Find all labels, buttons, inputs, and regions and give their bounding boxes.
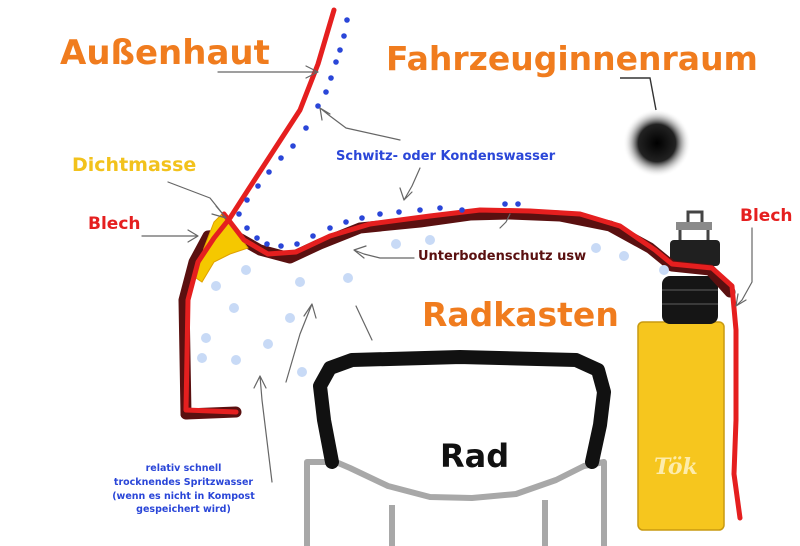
label-spritzwasser-line4: gespeichert wird): [136, 504, 231, 516]
unterbodenschutz-arrow: [353, 245, 415, 259]
label-unterbodenschutz: Unterbodenschutz usw: [418, 249, 587, 264]
label-blech-right: Blech: [740, 206, 793, 226]
shock-absorber-mount: [662, 276, 718, 324]
aussenhaut-arrow: [217, 65, 319, 79]
spritzwasser-arrow-2: [285, 303, 317, 383]
label-spritzwasser-line1: relativ schnell: [145, 463, 222, 474]
schwitzwasser-arrow-down: [399, 167, 421, 201]
label-spritzwasser: relativ schnell trocknendes Spritzwasser…: [96, 462, 271, 517]
dichtmasse-arrow: [167, 181, 227, 219]
label-blech-left: Blech: [88, 214, 141, 234]
shock-absorber: [637, 210, 725, 531]
spray-water-droplets: [197, 235, 669, 377]
label-spritzwasser-line2: trocknendes Spritzwasser: [113, 476, 254, 488]
label-radkasten: Radkasten: [422, 295, 619, 334]
label-aussenhaut: Außenhaut: [60, 33, 270, 73]
blech-right-arrow: [735, 227, 753, 307]
label-dichtmasse: Dichtmasse: [72, 154, 197, 176]
label-spritzwasser-line3: (wenn es nicht in Kompost: [112, 490, 255, 502]
tire: [313, 350, 611, 469]
shock-absorber-upper-mount: [670, 240, 720, 266]
shock-absorber-body: [637, 321, 725, 531]
unterbodenschutz-arrow-2: [499, 213, 511, 229]
inner-sheet-line: [221, 207, 743, 521]
blech-left-arrow: [141, 229, 199, 243]
condensation-droplets: [236, 17, 521, 249]
label-schwitzwasser: Schwitz- oder Kondenswasser: [336, 149, 556, 164]
spritzwasser-arrow-3: [355, 305, 373, 341]
signature: Tök: [654, 454, 698, 480]
spritzwasser-arrow: [253, 375, 273, 483]
label-rad: Rad: [440, 437, 510, 475]
sheet-metal: [183, 7, 743, 521]
interior-ball-string: [620, 77, 657, 111]
schwitzwasser-arrow-up: [319, 107, 401, 141]
interior-ball: [623, 109, 691, 177]
label-fahrzeuginnenraum: Fahrzeuginnenraum: [386, 39, 758, 78]
leader-lines: [141, 65, 753, 483]
